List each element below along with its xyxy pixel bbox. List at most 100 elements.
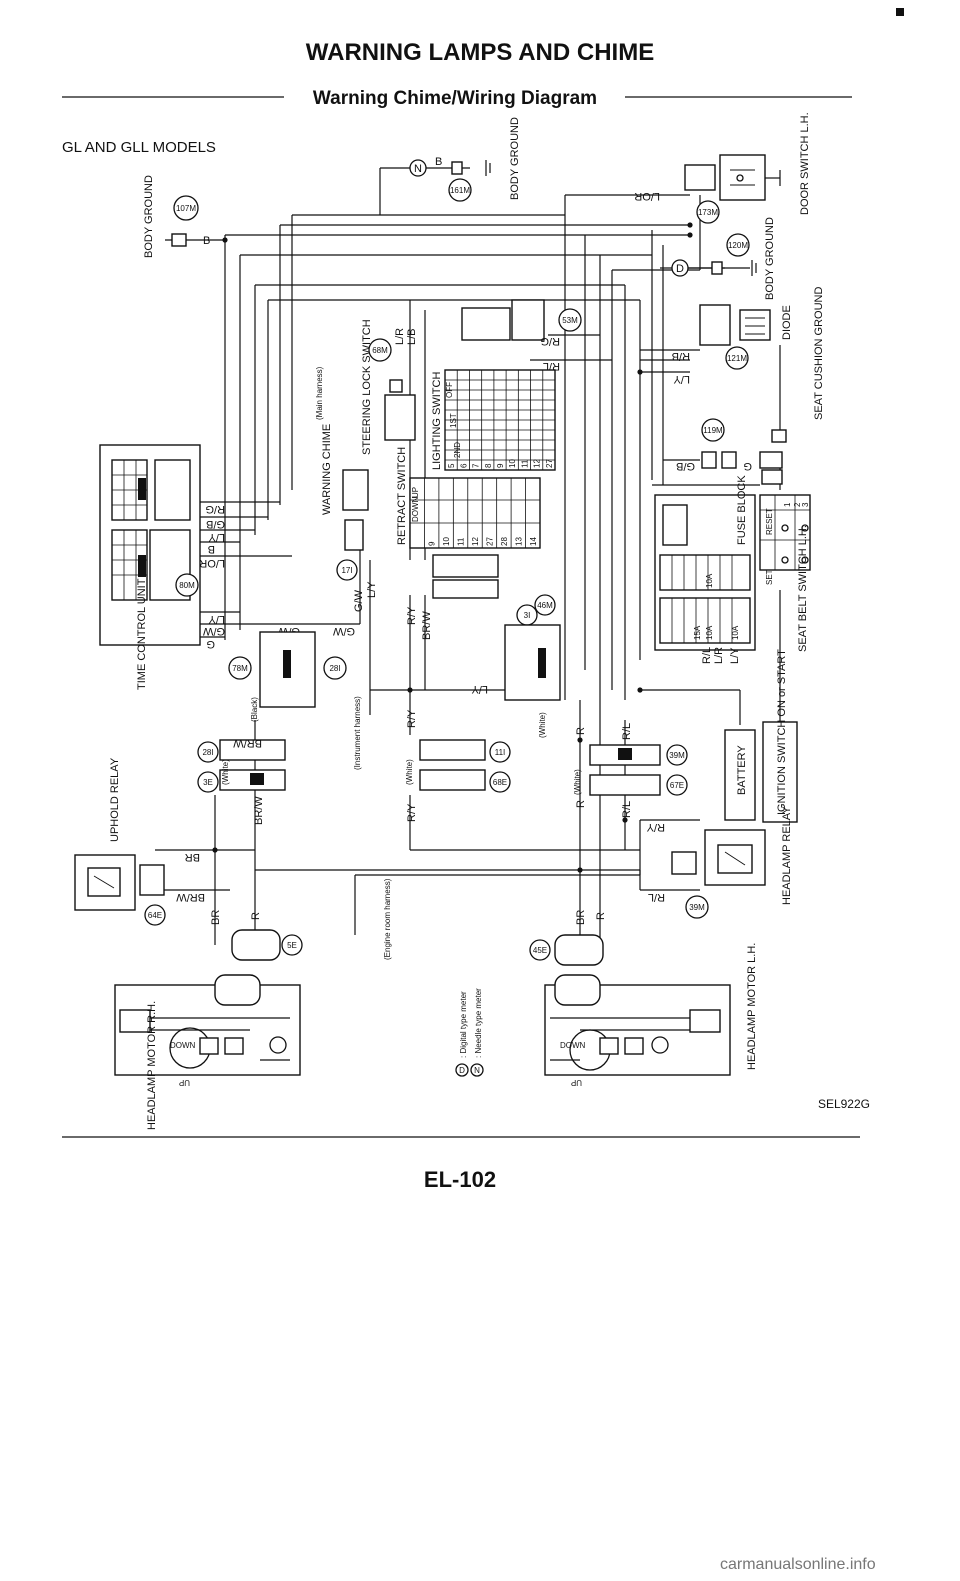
retract-switch-label: RETRACT SWITCH (396, 447, 408, 545)
wire-lb-steer: L/B (406, 328, 418, 345)
instrument-harness-label: (Instrument harness) (353, 696, 362, 770)
wire-ry-retract: R/Y (406, 606, 418, 625)
motor-rh-down: DOWN (170, 1041, 196, 1050)
engine-room-harness-label: (Engine room harness) (383, 878, 392, 960)
seat-belt-row-3: 3 (801, 502, 810, 507)
retract-switch-row-10: 10 (442, 537, 451, 546)
connector-17I: 17I (341, 566, 352, 575)
connector-173M: 173M (698, 208, 718, 217)
time-control-unit-label: TIME CONTROL UNIT (136, 578, 148, 690)
connector-28I-top-icon (323, 656, 347, 680)
lighting-switch-row-7: 7 (472, 463, 481, 468)
retract-switch-row-14: 14 (529, 537, 538, 546)
seat-belt-switch-label: SEAT BELT SWITCH L.H. (797, 525, 809, 652)
connector-53M: 53M (562, 316, 578, 325)
wire-b-tcu: B (208, 543, 215, 555)
warning-chime-box (342, 469, 369, 511)
connector-120M-icon (726, 233, 750, 257)
connector-68E-icon (489, 771, 511, 793)
connector-45E: 5E (287, 941, 297, 950)
wire-br-lower: BR (210, 910, 222, 925)
wire-lr-steer: L/R (394, 328, 406, 345)
body-ground-right: BODY GROUND (764, 217, 776, 300)
connector-121M: 121M (727, 354, 747, 363)
wire-b-top: B (435, 156, 442, 168)
seat-belt-switch-table (759, 494, 811, 571)
wire-ly-chime: L/Y (366, 581, 378, 598)
wire-gw-tcu: G/W (202, 625, 225, 637)
ground-tag-N-label: N (414, 163, 422, 175)
lighting-switch-row-27: 27 (545, 459, 554, 468)
wire-gb-tcu: G/B (206, 518, 225, 530)
site-watermark: carmanualsonline.info (720, 1556, 876, 1573)
steering-lock-switch-box (384, 394, 416, 441)
connector-80M-icon (175, 573, 199, 597)
wire-g-tcu: G (206, 638, 215, 650)
lighting-switch-row-12: 12 (533, 459, 542, 468)
wire-rl-fuse: R/L (701, 647, 713, 664)
connector-68M-icon (368, 338, 392, 362)
connector-28I-block (219, 739, 286, 761)
seat-belt-row-2: 2 (793, 502, 802, 507)
lighting-switch-row-10: 10 (508, 459, 517, 468)
connector-55E-icon (529, 939, 551, 961)
battery-label: BATTERY (736, 745, 748, 795)
connector-5E-icon (144, 904, 166, 926)
wire-ly-tcu: L/Y (208, 531, 225, 543)
wire-lor-top: L/OR (634, 190, 660, 202)
figure-code: SEL922G (818, 1097, 870, 1111)
connector-68M: 68M (372, 346, 388, 355)
warning-chime-label: WARNING CHIME (321, 424, 333, 515)
connector-78M: 78M (232, 664, 248, 673)
retract-switch-row-9: 9 (428, 541, 437, 546)
wire-ry-relay: R/Y (646, 821, 665, 833)
connector-68E-block (419, 769, 486, 791)
time-control-unit (99, 444, 201, 646)
connector-173M-icon (696, 200, 720, 224)
wire-rl-right2: R/L (621, 801, 633, 818)
fuse-1: 10A (705, 573, 714, 588)
wire-b-left: B (203, 235, 210, 247)
headlamp-relay (671, 829, 766, 886)
connector-80M: 80M (179, 581, 195, 590)
uphold-relay-label: UPHOLD RELAY (109, 757, 121, 842)
fuse-block (654, 494, 756, 651)
lighting-switch-col-1st: 1ST (449, 413, 458, 428)
connector-3E-icon (197, 771, 219, 793)
wire-rl-relay: R/L (648, 891, 665, 903)
wire-ly-fuse: L/Y (729, 647, 741, 664)
wire-brw-left2: BR/W (253, 796, 265, 825)
wire-ly-horiz: L/Y (471, 683, 488, 695)
retract-switch-row-13: 13 (514, 537, 523, 546)
connector-3E: 3E (203, 778, 213, 787)
legend-symbol-d: D (459, 1066, 465, 1075)
wire-r-lower-r: R (595, 912, 607, 920)
connector-28I-top: 28I (329, 664, 340, 673)
wire-gw-mid2: G/W (332, 625, 355, 637)
retract-switch-col-up: UP (411, 487, 420, 498)
connector-11I-icon (489, 741, 511, 763)
motor-rh-up: UP (179, 1078, 190, 1087)
connector-46M-icon (534, 594, 556, 616)
retract-connector-strip (432, 554, 499, 578)
fuse-2: 15A (693, 625, 702, 640)
connector-68E: 68E (493, 778, 507, 787)
ignition-switch-box (762, 721, 798, 823)
wire-gw-chime: G/W (353, 589, 365, 612)
headlamp-motor-lh-label: HEADLAMP MOTOR L.H. (746, 943, 758, 1070)
connector-64E-icon (685, 895, 709, 919)
wire-r-right2: R (575, 800, 587, 808)
lighting-switch-row-9: 9 (496, 463, 505, 468)
connector-55E-block (554, 934, 604, 966)
lighting-switch-label: LIGHTING SWITCH (431, 372, 443, 470)
connector-161M-icon (448, 178, 472, 202)
wire-lor-tcu: L/OR (199, 557, 225, 569)
fuse-3: 10A (705, 625, 714, 640)
black-label: (Black) (250, 697, 259, 722)
connector-64E: 39M (689, 903, 705, 912)
connector-67E-icon (666, 774, 688, 796)
legend-symbol-n: N (474, 1066, 480, 1075)
wire-brw-retract: BR/W (421, 611, 433, 640)
headlamp-motor-rh-label: HEADLAMP MOTOR R.H. (146, 1001, 158, 1130)
